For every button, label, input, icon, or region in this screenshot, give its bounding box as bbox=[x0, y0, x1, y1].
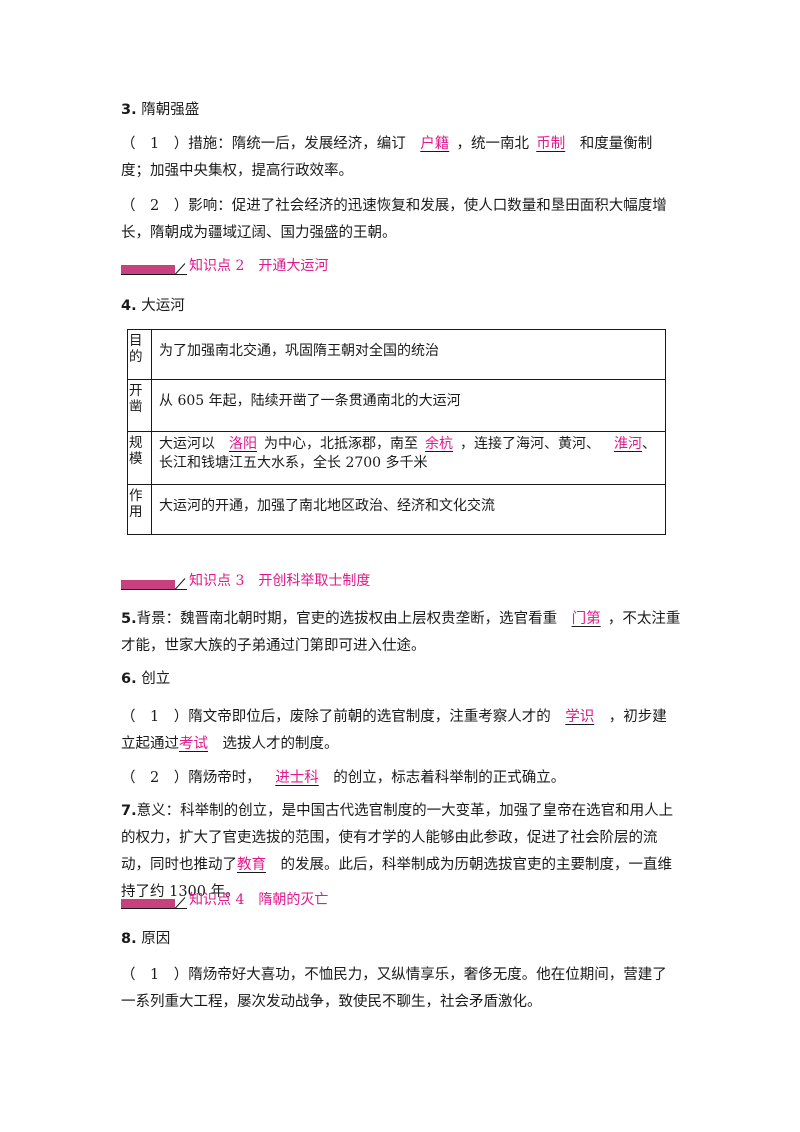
section-6-part-2: （ 2 ）隋炀帝时， 进士科 的创立，标志着科举制的正式确立。 bbox=[121, 770, 566, 786]
row-key: 作用 bbox=[127, 484, 152, 535]
banner-bar-icon bbox=[121, 578, 187, 590]
answer-blank: 考试 bbox=[179, 736, 208, 752]
knowledge-point-4-banner: 知识点 4 隋朝的灭亡 bbox=[121, 891, 328, 909]
section-title: 创立 bbox=[141, 671, 171, 687]
knowledge-point-2-banner: 知识点 2 开通大运河 bbox=[121, 257, 328, 275]
text-run: 和度量衡制度；加强中央集权，提高行政效率。 bbox=[121, 136, 653, 179]
section-3-impact: （ 2 ）影响：促进了社会经济的迅速恢复和发展，使人口数量和垦田面积大幅度增长，… bbox=[121, 198, 667, 241]
section-3-heading: 3. 隋朝强盛 bbox=[121, 100, 199, 120]
section-8-cause-1: （ 1 ）隋炀帝好大喜功，不恤民力，又纵情享乐，奢侈无度。他在位期间，营建了一系… bbox=[121, 967, 667, 1010]
grand-canal-table: 目的 为了加强南北交通，巩固隋王朝对全国的统治 开凿 从 605 年起，陆续开凿… bbox=[127, 329, 666, 535]
row-key: 目的 bbox=[127, 329, 152, 380]
banner-bar-icon bbox=[121, 263, 187, 275]
section-title: 大运河 bbox=[141, 298, 185, 314]
section-5-background: 5.背景：魏晋南北朝时期，官吏的选拔权由上层权贵垄断，选官看重 门第 ，不太注重… bbox=[121, 611, 681, 654]
answer-blank: 户籍 bbox=[420, 136, 450, 152]
section-3-measures: （ 1 ）措施：隋统一后，发展经济，编订 户籍 ，统一南北 币制 和度量衡制度；… bbox=[121, 131, 681, 185]
row-value: 大运河的开通，加强了南北地区政治、经济和文化交流 bbox=[151, 484, 666, 535]
answer-blank: 币制 bbox=[536, 136, 566, 152]
section-number: 5. bbox=[121, 611, 137, 627]
section-6-heading: 6. 创立 bbox=[121, 669, 170, 689]
section-number: 4. bbox=[121, 298, 137, 314]
text-run: ，统一南北 bbox=[456, 136, 529, 152]
row-key: 开凿 bbox=[127, 379, 152, 432]
answer-blank: 门第 bbox=[571, 611, 601, 627]
section-4-heading: 4. 大运河 bbox=[121, 296, 185, 316]
table-row: 开凿 从 605 年起，陆续开凿了一条贯通南北的大运河 bbox=[127, 379, 666, 432]
section-8-heading: 8. 原因 bbox=[121, 929, 170, 949]
section-number: 7. bbox=[121, 803, 137, 819]
section-6-part-1: （ 1 ）隋文帝即位后，废除了前朝的选官制度，注重考察人才的 学识 ，初步建立起… bbox=[121, 709, 667, 752]
section-number: 8. bbox=[121, 931, 137, 947]
section-number: 3. bbox=[121, 102, 137, 118]
text-run: （ 1 ）措施：隋统一后，发展经济，编订 bbox=[121, 136, 406, 152]
section-title: 原因 bbox=[141, 931, 171, 947]
row-value: 为了加强南北交通，巩固隋王朝对全国的统治 bbox=[151, 329, 666, 380]
answer-blank: 淮河 bbox=[614, 436, 642, 452]
answer-blank: 进士科 bbox=[275, 770, 319, 786]
answer-blank: 教育 bbox=[237, 857, 266, 873]
table-row: 规模 大运河以 洛阳 为中心，北抵涿郡，南至 余杭 ，连接了海河、黄河、 淮河、… bbox=[127, 431, 666, 485]
knowledge-point-3-banner: 知识点 3 开创科举取士制度 bbox=[121, 572, 370, 590]
answer-blank: 余杭 bbox=[425, 436, 453, 452]
row-value: 从 605 年起，陆续开凿了一条贯通南北的大运河 bbox=[151, 379, 666, 432]
knowledge-point-label: 知识点 4 隋朝的灭亡 bbox=[189, 892, 329, 908]
answer-blank: 学识 bbox=[565, 709, 595, 725]
section-title: 隋朝强盛 bbox=[141, 102, 200, 118]
knowledge-point-label: 知识点 2 开通大运河 bbox=[189, 258, 329, 274]
knowledge-point-label: 知识点 3 开创科举取士制度 bbox=[189, 573, 371, 589]
row-value: 大运河以 洛阳 为中心，北抵涿郡，南至 余杭 ，连接了海河、黄河、 淮河、长江和… bbox=[151, 431, 666, 485]
answer-blank: 洛阳 bbox=[229, 436, 257, 452]
section-7-significance: 7.意义：科举制的创立，是中国古代选官制度的一大变革，加强了皇帝在选官和用人上的… bbox=[121, 803, 674, 900]
table-row: 目的 为了加强南北交通，巩固隋王朝对全国的统治 bbox=[127, 329, 666, 380]
section-number: 6. bbox=[121, 671, 137, 687]
table-row: 作用 大运河的开通，加强了南北地区政治、经济和文化交流 bbox=[127, 484, 666, 535]
row-key: 规模 bbox=[127, 431, 152, 485]
banner-bar-icon bbox=[121, 897, 187, 909]
